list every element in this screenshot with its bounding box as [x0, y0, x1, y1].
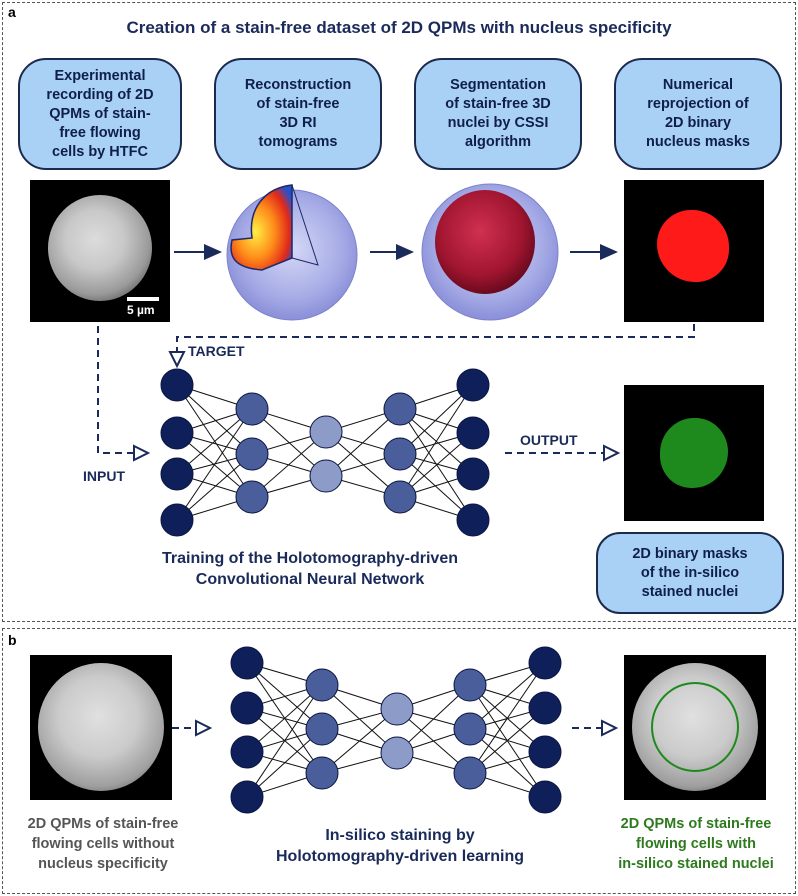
- network-connection: [469, 707, 546, 774]
- network-node: [383, 480, 417, 514]
- qpm-image-input: 5 µm: [30, 180, 170, 322]
- panel-b-frame: [2, 628, 796, 894]
- network-caption: Training of the Holotomography-driven Co…: [162, 550, 458, 588]
- network-node: [309, 459, 343, 493]
- network-node: [235, 480, 269, 514]
- network-node: [305, 756, 339, 790]
- network-node: [456, 368, 490, 402]
- network-connection: [325, 408, 401, 477]
- network-node: [383, 392, 417, 426]
- network-connection: [176, 453, 253, 521]
- panel-a-title: Creation of a stain-free dataset of 2D Q…: [126, 18, 672, 37]
- scale-bar: [127, 297, 159, 301]
- network-node: [230, 735, 264, 769]
- network-connection: [176, 408, 253, 521]
- network-node: [235, 392, 269, 426]
- network-node: [453, 712, 487, 746]
- unstained-caption: 2D QPMs of stain-free flowing cells with…: [27, 816, 179, 872]
- network-node: [528, 691, 562, 725]
- network-node: [305, 712, 339, 746]
- target-label: TARGET: [188, 343, 245, 359]
- segmentation-render: [421, 183, 559, 321]
- stained-caption: 2D QPMs of stain-free flowing cells with…: [618, 816, 774, 872]
- network-node: [380, 692, 414, 726]
- step-bubble-reprojection: Numerical reprojection of 2D binary nucl…: [614, 58, 782, 170]
- network-node: [456, 457, 490, 491]
- step-bubble-reconstruction: Reconstruction of stain-free 3D RI tomog…: [214, 58, 382, 170]
- panel-a-frame: [2, 2, 796, 622]
- network-node: [160, 416, 194, 450]
- qpm-cell-unstained: [38, 663, 164, 791]
- hollow-arrowheads-a: [133, 351, 621, 462]
- network-connection: [176, 408, 253, 475]
- network-node: [380, 736, 414, 770]
- dashed-connectors-a: [97, 324, 695, 454]
- qpm-cell: [48, 195, 152, 301]
- output-label: OUTPUT: [520, 432, 578, 448]
- network-connection: [396, 684, 471, 754]
- network-node: [230, 646, 264, 680]
- step-bubble-segmentation: Segmentation of stain-free 3D nuclei by …: [414, 58, 582, 170]
- network-node: [160, 457, 194, 491]
- network-node: [528, 646, 562, 680]
- network-connection: [246, 684, 323, 753]
- network-node: [456, 503, 490, 537]
- green-nucleus-mask: [660, 418, 728, 488]
- output-caption-bubble: 2D binary masks of the in-silico stained…: [596, 532, 784, 614]
- network-node: [453, 668, 487, 702]
- network-connection: [399, 384, 474, 498]
- cnn-inference-network: [230, 646, 562, 814]
- network-node: [309, 415, 343, 449]
- network-node: [456, 416, 490, 450]
- hollow-arrowheads-b: [195, 719, 619, 737]
- network-node: [383, 437, 417, 471]
- network-node: [453, 756, 487, 790]
- network-node: [230, 691, 264, 725]
- nucleus-contour: [651, 682, 739, 772]
- network-node: [160, 368, 194, 402]
- tomogram-render: [226, 184, 358, 321]
- panel-a-letter: a: [8, 4, 16, 20]
- network-connection: [246, 684, 323, 798]
- input-label: INPUT: [83, 468, 125, 484]
- cnn-training-network: [160, 368, 490, 537]
- network-node: [528, 735, 562, 769]
- panel-b-letter: b: [8, 632, 17, 648]
- network-node: [528, 780, 562, 814]
- network-connection: [176, 384, 253, 455]
- in-silico-caption: In-silico staining by Holotomography-dri…: [275, 827, 524, 865]
- red-nucleus-mask: [657, 210, 729, 282]
- network-connection: [399, 384, 474, 455]
- network-connection: [246, 728, 323, 798]
- network-node: [235, 437, 269, 471]
- network-connection: [469, 662, 546, 730]
- scale-bar-label: 5 µm: [127, 303, 155, 317]
- network-node: [230, 780, 264, 814]
- network-node: [305, 668, 339, 702]
- step-bubble-recording: Experimental recording of 2D QPMs of sta…: [18, 58, 182, 170]
- qpm-image-unstained: [30, 655, 172, 800]
- output-mask-image: [624, 385, 764, 521]
- qpm-image-stained: [624, 655, 766, 800]
- network-node: [160, 503, 194, 537]
- reprojected-mask-image: [624, 180, 764, 322]
- network-connection: [469, 662, 546, 774]
